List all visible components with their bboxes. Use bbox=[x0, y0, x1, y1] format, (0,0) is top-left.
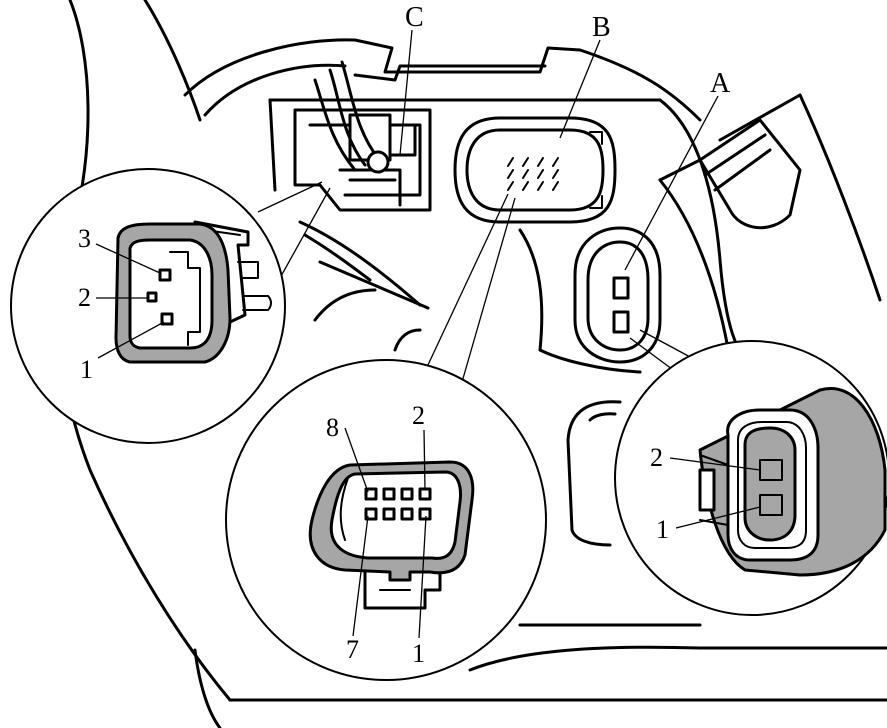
callout-b: B bbox=[559, 12, 611, 139]
label-c: C bbox=[405, 2, 424, 33]
label-b: B bbox=[592, 12, 611, 43]
callout-c: C bbox=[399, 2, 424, 156]
connector-a-pin-1 bbox=[612, 310, 630, 334]
connector-c-pin-3 bbox=[158, 268, 172, 282]
connector-b bbox=[453, 116, 617, 224]
connector-a bbox=[573, 226, 662, 364]
connector-c-pin-2 bbox=[146, 291, 158, 303]
detail-circle-b: 8 2 7 1 bbox=[225, 359, 547, 681]
connector-a-pin-2 bbox=[612, 276, 630, 300]
connector-b-pins bbox=[507, 157, 559, 191]
connector-b-pin-grid bbox=[364, 487, 432, 521]
detail-circle-a: 2 1 bbox=[614, 340, 887, 616]
connector-c-label-1: 1 bbox=[80, 355, 93, 384]
detail-circle-c: 3 2 1 bbox=[10, 168, 286, 444]
background-housing bbox=[59, 0, 887, 728]
connector-a-label-1: 1 bbox=[656, 515, 669, 544]
connector-b-label-7: 7 bbox=[346, 635, 359, 664]
connector-b-label-2: 2 bbox=[412, 401, 425, 430]
connector-c bbox=[293, 60, 432, 212]
connector-c-label-3: 3 bbox=[78, 224, 91, 253]
label-a: A bbox=[710, 68, 731, 99]
wire-grommet bbox=[366, 150, 390, 174]
connector-b-label-1: 1 bbox=[412, 639, 425, 668]
connector-c-label-2: 2 bbox=[78, 283, 91, 312]
connector-a-label-2: 2 bbox=[650, 443, 663, 472]
callout-a: A bbox=[624, 68, 731, 271]
connector-c-pin-1 bbox=[160, 312, 174, 326]
connector-b-label-8: 8 bbox=[326, 413, 339, 442]
